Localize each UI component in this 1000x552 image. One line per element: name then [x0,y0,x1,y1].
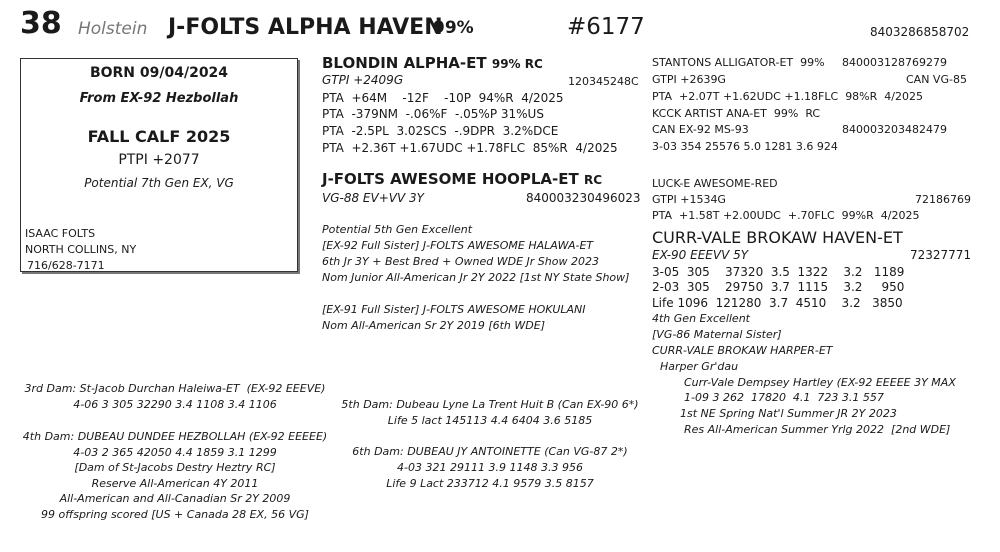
paternal-grandsire-can: CAN VG-85 [906,73,967,86]
paternal-granddam: KCCK ARTIST ANA-ET 99% RC [652,107,821,120]
maternal-grandsire-gtpi: GTPI +1534G [652,193,726,206]
granddam-note: Curr-Vale Dempsey Hartley (EX-92 EEEEE 3… [684,376,956,389]
granddam-note: Res All-American Summer Yrlg 2022 [2nd W… [684,423,951,436]
ptpi: PTPI +2077 [118,152,200,168]
granddam-note: CURR-VALE BROKAW HARPER-ET [652,344,833,357]
fourth-dam-note: 99 offspring scored [US + Canada 28 EX, … [41,508,309,521]
dam-class: VG-88 EV+VV 3Y [322,191,424,205]
maternal-grandsire-reg: 72186769 [915,193,971,206]
fourth-dam-note: All-American and All-Canadian Sr 2Y 2009 [59,492,291,505]
paternal-granddam-record: 3-03 354 25576 5.0 1281 3.6 924 [652,140,838,153]
sixth-dam: 6th Dam: DUBEAU JY ANTOINETTE (Can VG-87… [352,445,628,458]
granddam-record: 3-05 305 37320 3.5 1322 3.2 1189 [652,265,905,279]
paternal-grandsire-gtpi: GTPI +2639G [652,73,726,86]
granddam-reg: 72327771 [910,248,972,262]
granddam-name: CURR-VALE BROKAW HAVEN-ET [652,228,903,247]
dam-name: J-FOLTS AWESOME HOOPLA-ET RC [322,170,602,188]
sire-name-text: BLONDIN ALPHA-ET [322,54,487,72]
fourth-dam-record: 4-03 2 365 42050 4.4 1859 3.1 1299 [73,446,277,459]
animal-percent: 99% [433,18,474,38]
maternal-grandsire: LUCK-E AWESOME-RED [652,177,778,190]
fourth-dam: 4th Dam: DUBEAU DUNDEE HEZBOLLAH (EX-92 … [22,430,328,443]
dam-note: Nom Junior All-American Jr 2Y 2022 [1st … [322,271,630,284]
sire-reg: 120345248C [568,75,639,88]
sire-name: BLONDIN ALPHA-ET 99% RC [322,54,543,72]
dam-note: Nom All-American Sr 2Y 2019 [6th WDE] [322,319,545,332]
dam-note: 6th Jr 3Y + Best Bred + Owned WDE Jr Sho… [322,255,599,268]
dam-note: Potential 5th Gen Excellent [322,223,473,236]
sire-suffix: 99% RC [491,57,543,71]
from-dam: From EX-92 Hezbollah [79,91,239,106]
sire-pta-line: PTA -379NM -.06%F -.05%P 31%US [322,107,544,121]
sixth-dam-life: Life 9 Lact 233712 4.1 9579 3.5 8157 [386,477,594,490]
dam-note: [EX-92 Full Sister] J-FOLTS AWESOME HALA… [322,239,594,252]
breed: Holstein [78,19,148,39]
dam-name-text: J-FOLTS AWESOME HOOPLA-ET [322,170,579,188]
info-box: BORN 09/04/2024 From EX-92 Hezbollah FAL… [20,58,298,272]
potential: Potential 7th Gen EX, VG [84,176,234,190]
fifth-dam-record: Life 5 lact 145113 4.4 6404 3.6 5185 [387,414,593,427]
fifth-dam: 5th Dam: Dubeau Lyne La Trent Huit B (Ca… [341,398,639,411]
owner-name: ISAAC FOLTS [25,227,96,240]
maternal-grandsire-pta: PTA +1.58T +2.00UDC +.70FLC 99%R 4/2025 [652,209,920,222]
sire-pta-line: PTA +64M -12F -10P 94%R 4/2025 [322,91,564,105]
third-dam: 3rd Dam: St-Jacob Durchan Haleiwa-ET (EX… [24,382,326,395]
granddam-note: 1st NE Spring Nat'l Summer JR 2Y 2023 [680,407,897,420]
dam-reg: 840003230496023 [526,191,641,205]
owner-city: NORTH COLLINS, NY [25,243,137,256]
fourth-dam-note: [Dam of St-Jacobs Destry Heztry RC] [74,461,276,474]
paternal-granddam-class: CAN EX-92 MS-93 [652,123,749,136]
animal-name: J-FOLTS ALPHA HAVEN [168,15,443,40]
sire-pta-line: PTA +2.36T +1.67UDC +1.78FLC 85%R 4/2025 [322,141,618,155]
third-dam-record: 4-06 3 305 32290 3.4 1108 3.4 1106 [73,398,277,411]
granddam-note: [VG-86 Maternal Sister] [652,328,782,341]
paternal-grandsire: STANTONS ALLIGATOR-ET 99% [652,56,825,69]
granddam-class: EX-90 EEEVV 5Y [652,248,749,262]
granddam-note: 1-09 3 262 17820 4.1 723 3.1 557 [684,391,884,404]
granddam-note: 4th Gen Excellent [652,312,750,325]
paternal-grandsire-reg: 840003128769279 [842,56,947,69]
owner-phone: 716/628-7171 [27,259,105,272]
tag-number: #6177 [567,14,645,40]
show-class: FALL CALF 2025 [87,127,231,146]
paternal-grandsire-pta: PTA +2.07T +1.62UDC +1.18FLC 98%R 4/2025 [652,90,923,103]
granddam-record: 2-03 305 29750 3.7 1115 3.2 950 [652,280,905,294]
granddam-record: Life 1096 121280 3.7 4510 3.2 3850 [652,296,903,310]
lot-number: 38 [20,6,62,41]
granddam-note: Harper Gr'dau [660,360,739,373]
birth-date: BORN 09/04/2024 [89,65,229,81]
dam-note: [EX-91 Full Sister] J-FOLTS AWESOME HOKU… [322,303,586,316]
dam-suffix: RC [583,173,603,187]
paternal-granddam-reg: 840003203482479 [842,123,947,136]
sire-pta-line: PTA -2.5PL 3.02SCS -.9DPR 3.2%DCE [322,124,559,138]
fourth-dam-note: Reserve All-American 4Y 2011 [91,477,259,490]
sixth-dam-record: 4-03 321 29111 3.9 1148 3.3 956 [397,461,583,474]
registration-number: 8403286858702 [870,25,970,39]
sire-gtpi: GTPI +2409G [322,73,404,87]
